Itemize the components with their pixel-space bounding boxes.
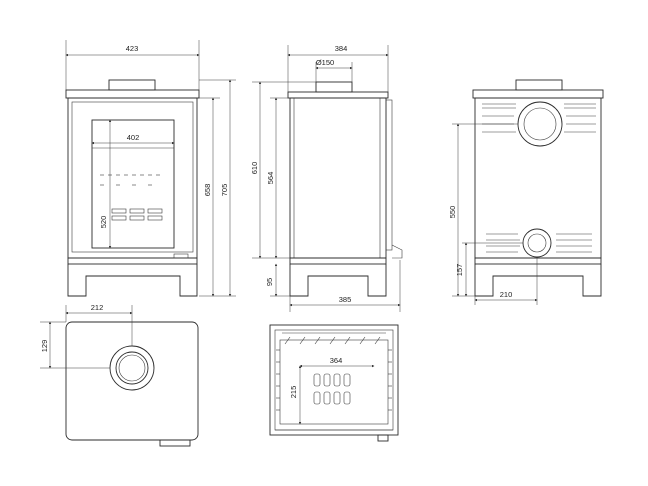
top-handle xyxy=(159,439,191,447)
front-view: 423 402 520 658 705 xyxy=(65,40,236,297)
top-dim-129: 129 xyxy=(40,321,110,369)
rear-flue-collar xyxy=(515,79,563,91)
front-legs xyxy=(67,264,198,297)
dim-210: 210 xyxy=(500,290,513,299)
front-dim-glass-height: 520 xyxy=(99,119,112,249)
side-dim-95: 95 xyxy=(265,263,290,297)
front-air-holes xyxy=(100,174,160,186)
front-glass xyxy=(91,119,175,249)
side-door-profile xyxy=(385,99,393,251)
dim-658: 658 xyxy=(203,184,212,197)
front-handle xyxy=(173,253,189,259)
side-dim-384: 384 xyxy=(287,44,389,92)
front-dim-658: 658 xyxy=(199,97,220,297)
side-top-plate xyxy=(287,91,389,99)
section-handle xyxy=(377,434,389,442)
rear-dim-157: 157 xyxy=(455,242,523,297)
dim-384: 384 xyxy=(335,44,348,53)
rear-dim-210: 210 xyxy=(474,257,538,305)
dim-95: 95 xyxy=(265,278,274,286)
dim-705: 705 xyxy=(220,184,229,197)
side-body xyxy=(289,97,387,259)
top-flue-collar xyxy=(109,345,155,391)
side-view: 384 Ø150 610 564 95 385 xyxy=(250,44,403,312)
front-grate xyxy=(111,208,163,221)
dim-423: 423 xyxy=(126,44,139,53)
side-dim-610: 610 xyxy=(250,81,316,259)
dim-564: 564 xyxy=(266,172,275,185)
side-handle xyxy=(391,244,403,259)
rear-upper-outlet xyxy=(517,101,563,147)
side-dim-150: Ø150 xyxy=(315,58,353,82)
section-view: 364 215 xyxy=(269,324,399,442)
dim-150: Ø150 xyxy=(316,58,334,67)
dim-129: 129 xyxy=(40,340,49,353)
dim-402: 402 xyxy=(127,133,140,142)
rear-dim-550: 550 xyxy=(448,123,518,297)
side-flue-collar xyxy=(315,81,353,93)
side-dim-385: 385 xyxy=(289,260,401,312)
front-flue-collar xyxy=(108,79,156,91)
front-door-frame xyxy=(71,101,194,253)
top-dim-212: 212 xyxy=(65,303,133,346)
section-firebox xyxy=(279,339,389,425)
front-dim-705: 705 xyxy=(199,79,236,297)
dim-157: 157 xyxy=(455,264,464,277)
dim-364: 364 xyxy=(330,356,343,365)
dim-215: 215 xyxy=(289,386,298,399)
dim-550: 550 xyxy=(448,206,457,219)
section-side-walls xyxy=(276,349,392,411)
rear-vents xyxy=(482,103,596,253)
top-view: 212 129 xyxy=(40,303,199,447)
dim-610: 610 xyxy=(250,162,259,175)
section-outline xyxy=(269,324,399,436)
section-dim-364: 364 xyxy=(299,356,375,368)
section-grate-slots xyxy=(313,373,351,405)
section-dim-215: 215 xyxy=(289,365,302,425)
side-legs xyxy=(289,264,387,297)
dim-212: 212 xyxy=(91,303,104,312)
side-dim-564: 564 xyxy=(266,97,290,259)
front-dim-glass-width: 402 xyxy=(91,133,175,145)
front-top-plate xyxy=(65,89,200,99)
rear-lower-outlet xyxy=(522,228,552,258)
dim-385: 385 xyxy=(339,295,352,304)
rear-legs xyxy=(474,264,602,297)
dim-520: 520 xyxy=(99,216,108,229)
front-body xyxy=(67,97,198,259)
section-baffle xyxy=(282,332,386,345)
front-base-top xyxy=(67,257,198,265)
rear-view: 550 157 210 xyxy=(448,79,604,305)
front-dim-width: 423 xyxy=(65,40,200,90)
